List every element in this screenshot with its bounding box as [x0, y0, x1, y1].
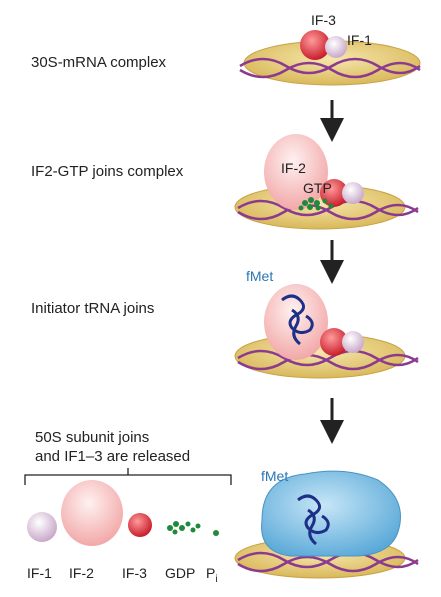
released-gdp-label: GDP	[165, 565, 195, 581]
mrna-strand	[237, 203, 419, 221]
if1-protein	[342, 182, 364, 204]
if2-protein	[264, 134, 328, 210]
if3-protein	[320, 328, 348, 356]
initiator-trna	[297, 494, 330, 546]
gtp-molecule	[298, 197, 334, 211]
complex-step1: IF-3 IF-1	[239, 12, 421, 86]
mrna-strand	[237, 555, 419, 573]
step1-label: 30S-mRNA complex	[31, 54, 167, 71]
gtp-label: GTP	[303, 180, 332, 196]
if2-label: IF-2	[281, 160, 306, 176]
released-if1-protein	[27, 512, 57, 542]
step4-label-line1: 50S subunit joins	[35, 429, 149, 446]
released-if1-label: IF-1	[27, 565, 52, 581]
mrna-strand	[237, 349, 419, 367]
complex-step3: fMet	[234, 268, 419, 379]
if3-protein	[300, 30, 330, 60]
step4-label-line2: and IF1–3 are released	[35, 448, 190, 465]
release-bracket	[24, 468, 232, 485]
released-if3-label: IF-3	[122, 565, 147, 581]
phosphate-molecule	[213, 530, 219, 536]
ribosome-50s-large-subunit	[261, 470, 401, 557]
released-pi-label: Pi	[206, 565, 218, 585]
mrna-strand	[239, 61, 421, 79]
if1-protein	[325, 36, 347, 58]
mrna-strand	[239, 57, 421, 75]
fmet-label: fMet	[261, 468, 288, 484]
if1-protein	[342, 331, 364, 353]
step3-label: Initiator tRNA joins	[31, 300, 154, 317]
gdp-molecule	[167, 521, 201, 535]
mrna-strand	[237, 551, 419, 569]
complex-step4-70s: fMet	[234, 468, 419, 579]
mrna-strand	[237, 353, 419, 371]
if3-label: IF-3	[311, 12, 336, 28]
if2-protein	[264, 284, 328, 360]
released-factors: IF-1 IF-2 IF-3 GDP Pi	[27, 480, 219, 585]
released-if2-protein	[61, 480, 123, 546]
if1-label: IF-1	[347, 32, 372, 48]
complex-step2: IF-2 GTP	[234, 134, 419, 230]
released-if2-label: IF-2	[69, 565, 94, 581]
released-if3-protein	[128, 513, 152, 537]
initiator-trna	[281, 294, 314, 346]
fmet-label: fMet	[246, 268, 273, 284]
step2-label: IF2-GTP joins complex	[31, 163, 184, 180]
